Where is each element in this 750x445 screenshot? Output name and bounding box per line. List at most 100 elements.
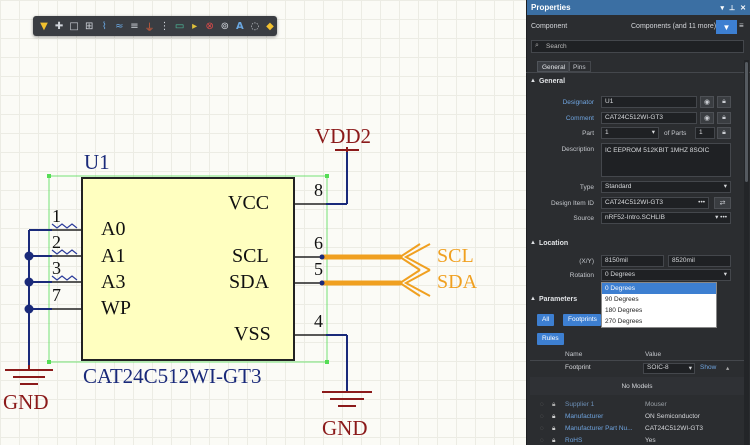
menu-icon[interactable]: ≡ <box>739 21 744 30</box>
lock-icon[interactable]: 🔒︎ <box>552 437 556 444</box>
harness-icon[interactable]: ⋮ <box>159 20 170 32</box>
net-scl-label[interactable]: SCL <box>437 245 474 267</box>
designator-visible-icon[interactable]: ◉ <box>700 96 714 108</box>
col-name-header[interactable]: Name <box>565 351 583 358</box>
schematic-canvas[interactable]: U1 CAT24C512WI-GT3 A0 A1 A3 WP 1 2 3 7 V… <box>0 0 526 445</box>
select-rect-icon[interactable]: □ <box>69 20 79 32</box>
object-type-label: Component <box>531 23 568 30</box>
close-icon[interactable]: ✕ <box>740 5 746 12</box>
section-general-title: General <box>538 77 566 85</box>
description-field[interactable]: IC EEPROM 512KBIT 1MHZ 8SOIC <box>601 143 731 177</box>
designator-field[interactable]: U1 <box>601 96 697 108</box>
lock-icon[interactable]: 🔒︎ <box>552 413 556 420</box>
search-box[interactable]: ⌕ Search <box>531 40 744 53</box>
rotation-option[interactable]: 270 Degrees <box>605 318 643 325</box>
wire-icon[interactable]: ⌇ <box>101 20 107 32</box>
bus-icon[interactable]: ≈ <box>115 20 124 32</box>
component-body[interactable] <box>81 177 295 361</box>
no-erc-icon[interactable]: ⊗ <box>205 20 214 32</box>
source-value: nRF52-Intro.SCHLIB <box>605 214 665 221</box>
param-value: Mouser <box>645 401 667 408</box>
power-vdd2-label[interactable]: VDD2 <box>315 124 371 148</box>
comment-label-prop: Comment <box>565 115 594 122</box>
footprint-more-icon[interactable]: ▴ <box>726 365 730 372</box>
rotation-option[interactable]: 90 Degrees <box>605 296 639 303</box>
more-icon[interactable]: ••• <box>698 199 705 206</box>
source-field[interactable]: nRF52-Intro.SCHLIB ▾ ••• <box>601 212 731 224</box>
pushpin-icon[interactable]: ⊥ <box>729 5 736 12</box>
align-icon[interactable]: ⊞ <box>85 20 94 32</box>
arc-icon[interactable]: ◌ <box>250 20 260 32</box>
pin-num-4: 4 <box>314 311 323 331</box>
filter-icon[interactable]: ▼ <box>40 20 48 32</box>
lock-icon[interactable]: 🔒︎ <box>552 401 556 408</box>
show-link[interactable]: Show <box>700 364 717 371</box>
designator-label[interactable]: U1 <box>84 150 110 174</box>
text-icon[interactable]: A <box>235 20 244 32</box>
panel-scrollbar[interactable] <box>744 60 749 445</box>
pin-num-5: 5 <box>314 259 323 279</box>
power-port-icon[interactable]: ⏚ <box>144 22 155 34</box>
filter-button[interactable]: ▼ <box>716 20 737 34</box>
schematic-drawing <box>5 147 431 407</box>
chip-rules[interactable]: Rules <box>537 333 564 345</box>
param-name: RoHS <box>565 437 583 444</box>
y-field[interactable]: 8520mil <box>668 255 731 267</box>
comment-visible-icon[interactable]: ◉ <box>700 112 714 124</box>
move-icon[interactable]: ✚ <box>54 20 64 32</box>
param-row[interactable]: ◌ 🔒︎ Manufacturer ON Semiconductor <box>530 413 750 424</box>
design-item-field[interactable]: CAT24C512WI-GT3 ••• <box>601 197 709 209</box>
param-row[interactable]: ◌ 🔒︎ Supplier 1 Mouser <box>530 401 750 412</box>
note-icon[interactable]: ◆ <box>266 20 274 32</box>
chevron-down-icon: ▾ <box>651 129 655 136</box>
part-select[interactable]: 1 ▾ <box>601 127 659 139</box>
param-name: Supplier 1 <box>565 401 595 408</box>
gnd-left-label[interactable]: GND <box>3 390 49 414</box>
section-location[interactable]: ▲ Location <box>526 237 750 249</box>
comment-field[interactable]: CAT24C512WI-GT3 <box>601 112 697 124</box>
selection-box <box>48 175 328 363</box>
param-name: Manufacturer Part Nu... <box>565 425 633 432</box>
param-header: Name Value <box>530 351 744 361</box>
part-lock-icon[interactable]: 🔒︎ <box>717 127 731 139</box>
col-value-header[interactable]: Value <box>645 351 662 358</box>
param-row[interactable]: ◌ 🔒︎ RoHS Yes <box>530 437 750 445</box>
pin-num-6: 6 <box>314 233 323 253</box>
rotation-option[interactable]: 180 Degrees <box>605 307 643 314</box>
lock-icon[interactable]: 🔒︎ <box>552 425 556 432</box>
tab-general[interactable]: General <box>537 61 571 72</box>
gnd-right-label[interactable]: GND <box>322 416 368 440</box>
footprint-select[interactable]: SOIC-8 ▾ <box>643 363 695 374</box>
net-sda-label[interactable]: SDA <box>437 271 478 293</box>
comment-lock-icon[interactable]: 🔒︎ <box>717 112 731 124</box>
chip-footprints[interactable]: Footprints <box>563 314 601 326</box>
rotation-select[interactable]: 0 Degrees ▾ <box>601 269 731 281</box>
tab-pins[interactable]: Pins <box>568 61 591 72</box>
type-select[interactable]: Standard ▾ <box>601 181 731 193</box>
x-field[interactable]: 8150mil <box>601 255 664 267</box>
section-location-title: Location <box>538 239 569 247</box>
source-more-icon[interactable]: ▾ ••• <box>715 214 727 221</box>
eye-off-icon[interactable]: ◌ <box>540 401 544 408</box>
rotation-option[interactable]: 0 Degrees <box>602 283 716 294</box>
footprint-row[interactable]: Footprint SOIC-8 ▾ Show ▴ <box>530 363 750 375</box>
section-parameters[interactable]: ▲ Parameters <box>526 293 750 305</box>
designator-lock-icon[interactable]: 🔒︎ <box>717 96 731 108</box>
type-value: Standard <box>605 183 632 190</box>
eye-off-icon[interactable]: ◌ <box>540 425 544 432</box>
panel-title-bar: Properties ▾⊥✕ <box>527 0 750 15</box>
chip-all[interactable]: All <box>537 314 555 326</box>
eye-off-icon[interactable]: ◌ <box>540 437 544 444</box>
parameter-icon[interactable]: ⊚ <box>220 20 229 32</box>
netlabel-icon[interactable]: ≡ <box>130 20 139 32</box>
directive-icon[interactable]: ▸ <box>192 20 198 32</box>
param-row[interactable]: ◌ 🔒︎ Manufacturer Part Nu... CAT24C512WI… <box>530 425 750 436</box>
section-general[interactable]: ▲ General <box>526 75 750 87</box>
swap-icon[interactable]: ⇄ <box>714 197 731 209</box>
eye-off-icon[interactable]: ◌ <box>540 413 544 420</box>
rotation-label: Rotation <box>569 272 594 279</box>
port-icon[interactable]: ▭ <box>174 20 185 32</box>
comment-label[interactable]: CAT24C512WI-GT3 <box>83 364 262 388</box>
chevron-down-icon: ▾ <box>723 271 727 278</box>
pin-icon[interactable]: ▾ <box>720 5 725 12</box>
